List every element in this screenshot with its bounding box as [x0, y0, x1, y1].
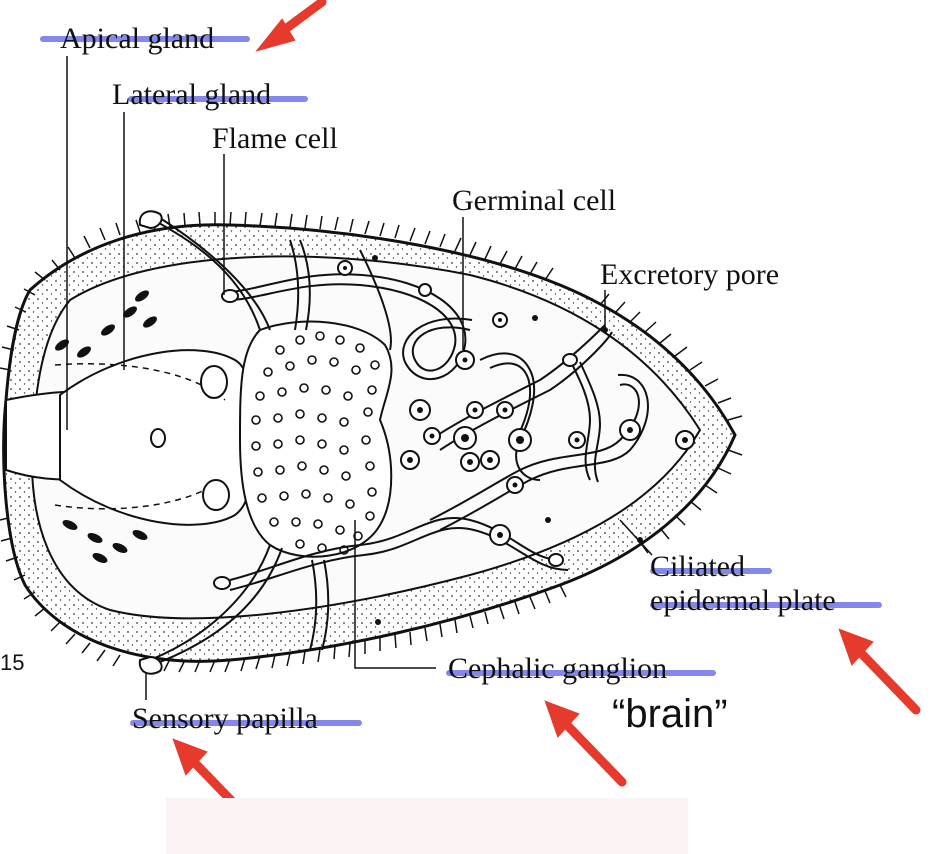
- pointer-arrows: [172, 0, 921, 827]
- brain-annotation: “brain”: [612, 692, 728, 736]
- highlight-lateral: [128, 96, 308, 102]
- cilia-left: [0, 271, 46, 371]
- leader-lines: [66, 56, 653, 700]
- label-excretory-pore: Excretory pore: [600, 258, 780, 291]
- label-epidermal-plate: epidermal plate: [650, 584, 836, 617]
- lateral-nucleus-top: [200, 365, 228, 399]
- ganglion-cells: [251, 331, 380, 555]
- highlight-sensory: [130, 720, 362, 726]
- caption-box: [166, 798, 688, 854]
- epidermal-cells-left: [55, 290, 157, 563]
- cilia-bottom: [0, 449, 743, 673]
- lateral-nucleus-bottom: [202, 479, 230, 511]
- highlight-ciliated: [650, 568, 772, 574]
- slide-number: 15: [0, 650, 25, 675]
- gland-nucleus: [150, 428, 166, 448]
- label-apical-gland: Apical gland: [60, 22, 215, 55]
- highlight-apical: [40, 36, 250, 42]
- cilia-top: [51, 211, 743, 421]
- lateral-gland-dashed: [54, 363, 226, 401]
- highlight-cephalic: [446, 670, 716, 676]
- label-lateral-gland: Lateral gland: [112, 78, 272, 111]
- germinal-nuclei: [343, 255, 688, 625]
- label-germinal-cell: Germinal cell: [452, 184, 617, 217]
- label-flame-cell: Flame cell: [212, 122, 338, 155]
- cephalic-ganglion-shape: [238, 320, 393, 558]
- label-cephalic-ganglion: Cephalic ganglion: [448, 652, 668, 685]
- excretory-tubules: [227, 273, 649, 591]
- highlight-epidermal: [650, 602, 882, 608]
- label-ciliated: Ciliated: [650, 550, 745, 583]
- sensory-papillae: [138, 210, 163, 675]
- flame-cells: [213, 289, 578, 590]
- label-sensory-papilla: Sensory papilla: [132, 702, 318, 735]
